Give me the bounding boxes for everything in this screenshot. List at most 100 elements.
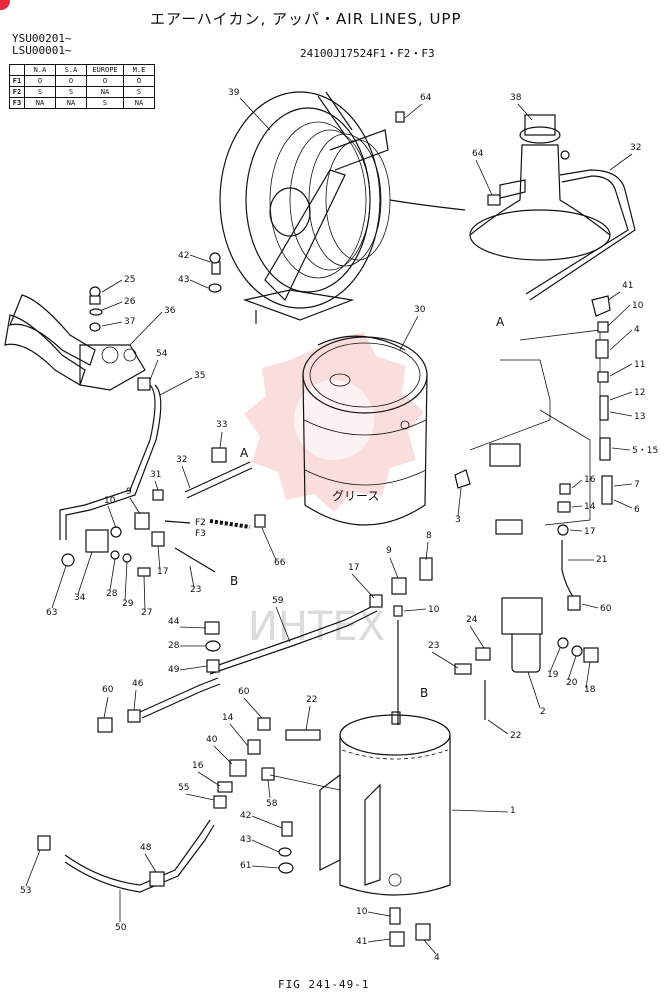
callout-55: 55 <box>178 783 189 793</box>
callout-17: 17 <box>348 563 359 573</box>
callout-59: 59 <box>272 596 284 606</box>
line-32b <box>184 461 251 493</box>
callout-18: 18 <box>584 685 596 695</box>
callout-10: 10 <box>104 496 116 506</box>
hose-reel <box>219 91 466 324</box>
serial-range-2: LSU00001~ <box>12 44 72 57</box>
callout-13: 13 <box>634 412 645 422</box>
line-35 <box>59 384 156 540</box>
callout-53: 53 <box>20 886 31 896</box>
callout-10: 10 <box>356 907 368 917</box>
page-title: エアーハイカン, アッパ・AIR LINES, UPP <box>150 10 462 28</box>
callout-21: 21 <box>596 555 607 565</box>
callout-42: 42 <box>240 811 251 821</box>
callout-16: 16 <box>584 475 596 485</box>
callouts: 39 64 38 64 32 42 43 25 26 37 36 54 35 3… <box>20 88 658 963</box>
callout-40: 40 <box>206 735 218 745</box>
callout-17: 17 <box>157 567 168 577</box>
callout-41: 41 <box>622 281 633 291</box>
callout-41: 41 <box>356 937 367 947</box>
serial-range-1: YSU00201~ <box>12 32 72 45</box>
air-tank <box>319 711 451 896</box>
callout-64: 64 <box>472 149 484 159</box>
drum-label: グリース <box>332 489 379 503</box>
callout-23: 23 <box>428 641 439 651</box>
callout-28: 28 <box>168 641 180 651</box>
flag-F3: F3 <box>195 529 206 539</box>
callout-34: 34 <box>74 593 86 603</box>
callout-22: 22 <box>510 731 521 741</box>
callout-36: 36 <box>164 306 176 316</box>
callout-35: 35 <box>194 371 205 381</box>
callout-14: 14 <box>584 502 596 512</box>
part-code: 24100J17524F1・F2・F3 <box>300 47 435 60</box>
grease-pump <box>469 114 636 301</box>
callout-38: 38 <box>510 93 522 103</box>
callout-3: 3 <box>455 515 461 525</box>
callout-29: 29 <box>122 599 134 609</box>
callout-60: 60 <box>102 685 114 695</box>
callout-22: 22 <box>306 695 317 705</box>
callout-5-15: 5・15 <box>632 446 658 456</box>
callout-32: 32 <box>630 143 641 153</box>
callout-32: 32 <box>176 455 187 465</box>
callout-37: 37 <box>124 317 135 327</box>
callout-6: 6 <box>634 505 640 515</box>
callout-61: 61 <box>240 861 251 871</box>
callout-44: 44 <box>168 617 180 627</box>
fittings <box>37 111 613 947</box>
callout-26: 26 <box>124 297 136 307</box>
callout-43: 43 <box>178 275 189 285</box>
callout-46: 46 <box>132 679 144 689</box>
flag-B1: B <box>230 574 238 588</box>
callout-39: 39 <box>228 88 240 98</box>
callout-28: 28 <box>106 589 118 599</box>
callout-2: 2 <box>540 707 546 717</box>
callout-4: 4 <box>634 325 640 335</box>
callout-60: 60 <box>238 687 250 697</box>
callout-9: 9 <box>126 487 132 497</box>
callout-58: 58 <box>266 799 278 809</box>
callout-25: 25 <box>124 275 135 285</box>
callout-10: 10 <box>632 301 644 311</box>
callout-17: 17 <box>584 527 595 537</box>
callout-54: 54 <box>156 349 168 359</box>
callout-1: 1 <box>510 806 516 816</box>
corner-badge <box>0 0 10 10</box>
callout-7: 7 <box>634 480 640 490</box>
callout-31: 31 <box>150 470 161 480</box>
watermark-gear-logo <box>244 332 424 512</box>
callout-60: 60 <box>600 604 612 614</box>
callout-4: 4 <box>434 953 440 963</box>
callout-10: 10 <box>428 605 440 615</box>
callout-27: 27 <box>141 608 152 618</box>
callout-43: 43 <box>240 835 251 845</box>
callout-42: 42 <box>178 251 189 261</box>
callout-64: 64 <box>420 93 432 103</box>
callout-19: 19 <box>547 670 559 680</box>
callout-30: 30 <box>414 305 426 315</box>
callout-50: 50 <box>115 923 127 933</box>
callout-20: 20 <box>566 678 578 688</box>
callout-9: 9 <box>386 546 392 556</box>
callout-24: 24 <box>466 615 478 625</box>
callout-8: 8 <box>426 531 432 541</box>
line-59 <box>209 604 376 669</box>
callout-23: 23 <box>190 585 201 595</box>
callout-12: 12 <box>634 388 645 398</box>
figure-caption: FIG 241-49-1 <box>278 978 370 991</box>
line-46 <box>139 677 219 713</box>
callout-66: 66 <box>274 558 286 568</box>
matrix-cell: NA <box>123 97 155 109</box>
flag-A1: A <box>496 315 505 329</box>
air-horn <box>4 294 146 391</box>
flag-A2: A <box>240 446 249 460</box>
callout-11: 11 <box>634 360 645 370</box>
flag-B2: B <box>420 686 428 700</box>
line-21 <box>561 540 576 601</box>
variant-matrix: N.A S.A EUROPE M.E F1 O O O O F2 S S NA … <box>9 64 155 109</box>
watermark-text: ИНТЕХ <box>248 604 385 650</box>
callout-14: 14 <box>222 713 234 723</box>
callout-33: 33 <box>216 420 227 430</box>
